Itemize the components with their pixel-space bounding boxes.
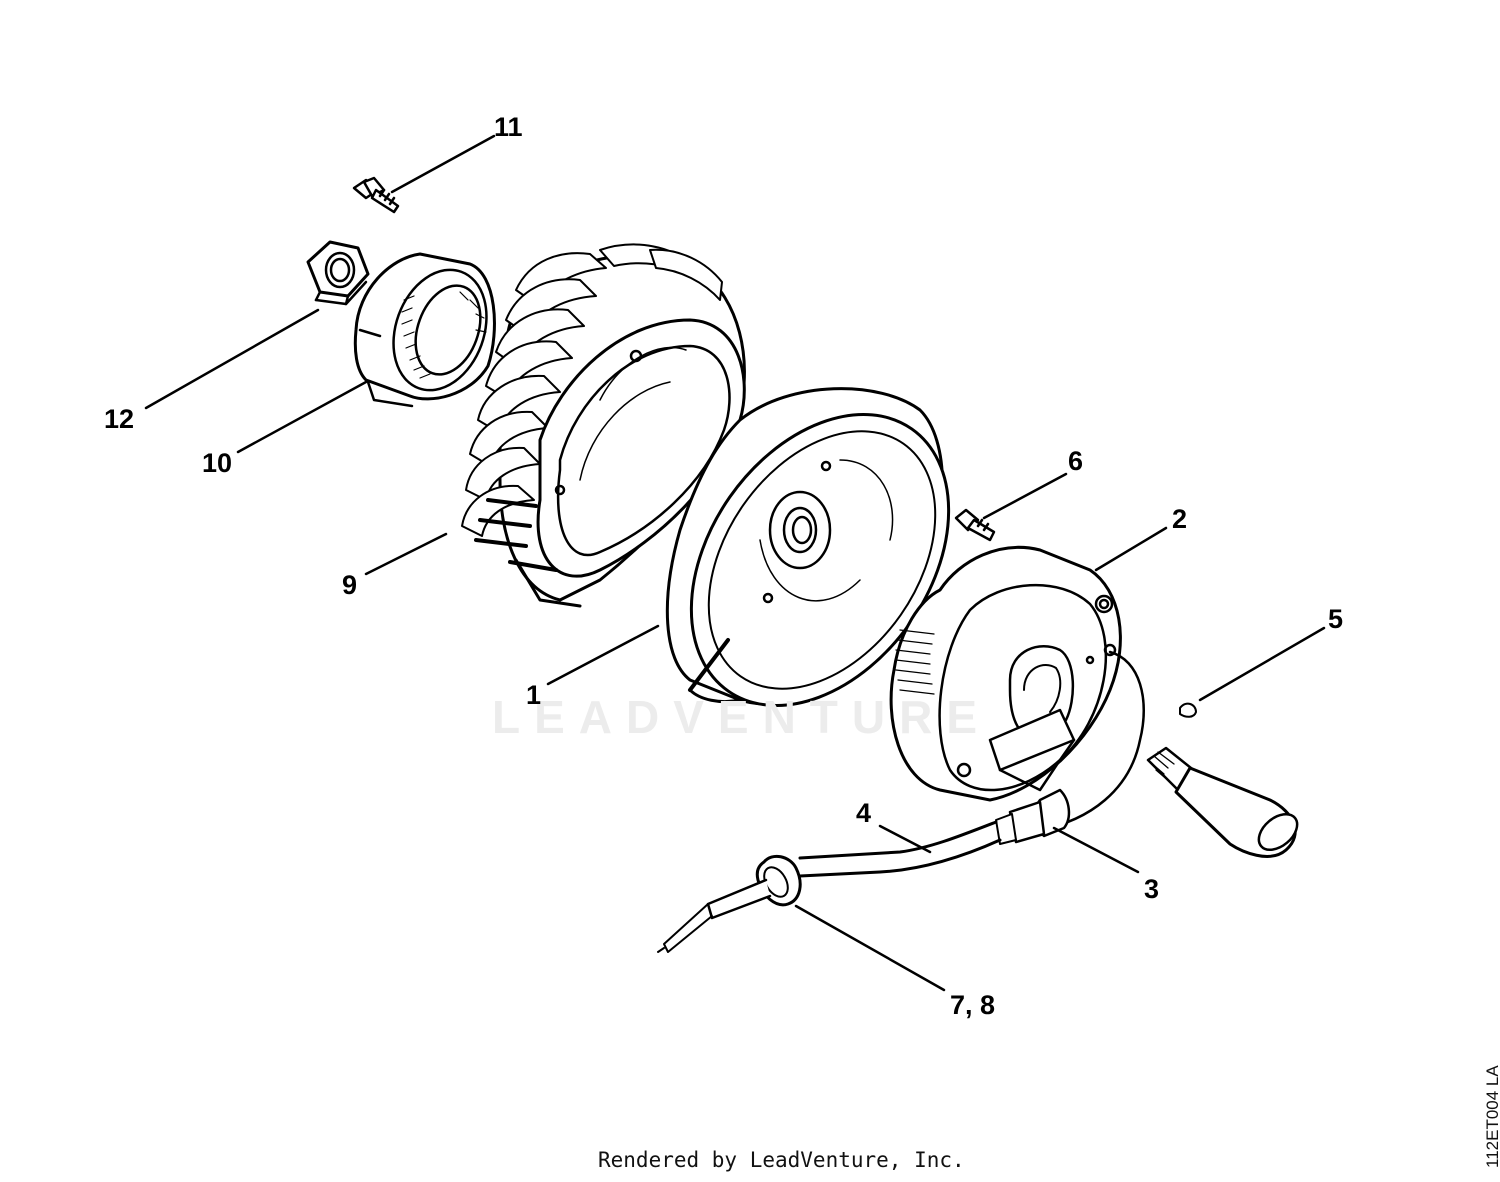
spark-plug-boot	[1146, 746, 1299, 858]
fan-housing-part-9	[461, 243, 746, 608]
callout-1: 1	[526, 680, 542, 710]
callout-10: 10	[202, 448, 233, 478]
key-part-5	[1179, 702, 1197, 718]
callout-2: 2	[1172, 504, 1188, 534]
screw-part-6	[954, 508, 996, 542]
ignition-module-part-2	[889, 545, 1122, 802]
callout-12: 12	[104, 404, 135, 434]
callout-5: 5	[1328, 604, 1344, 634]
callout-7-8: 7, 8	[950, 990, 996, 1020]
footer-credit: Rendered by LeadVenture, Inc.	[598, 1148, 965, 1172]
callout-6: 6	[1068, 446, 1084, 476]
callout-11: 11	[494, 112, 523, 142]
callout-9: 9	[342, 570, 358, 600]
ring-part-10	[353, 252, 496, 408]
watermark-text: LEADVENTURE	[492, 691, 992, 743]
leader-lines	[144, 134, 1326, 992]
figure-code: 112ET004 LA	[1483, 1065, 1500, 1168]
callout-3: 3	[1144, 874, 1160, 904]
screw-part-11	[352, 176, 400, 214]
ignition-wire	[657, 650, 1145, 953]
nut-part-12	[306, 240, 370, 306]
callout-4: 4	[856, 798, 872, 828]
flywheel-part-1	[665, 387, 951, 707]
